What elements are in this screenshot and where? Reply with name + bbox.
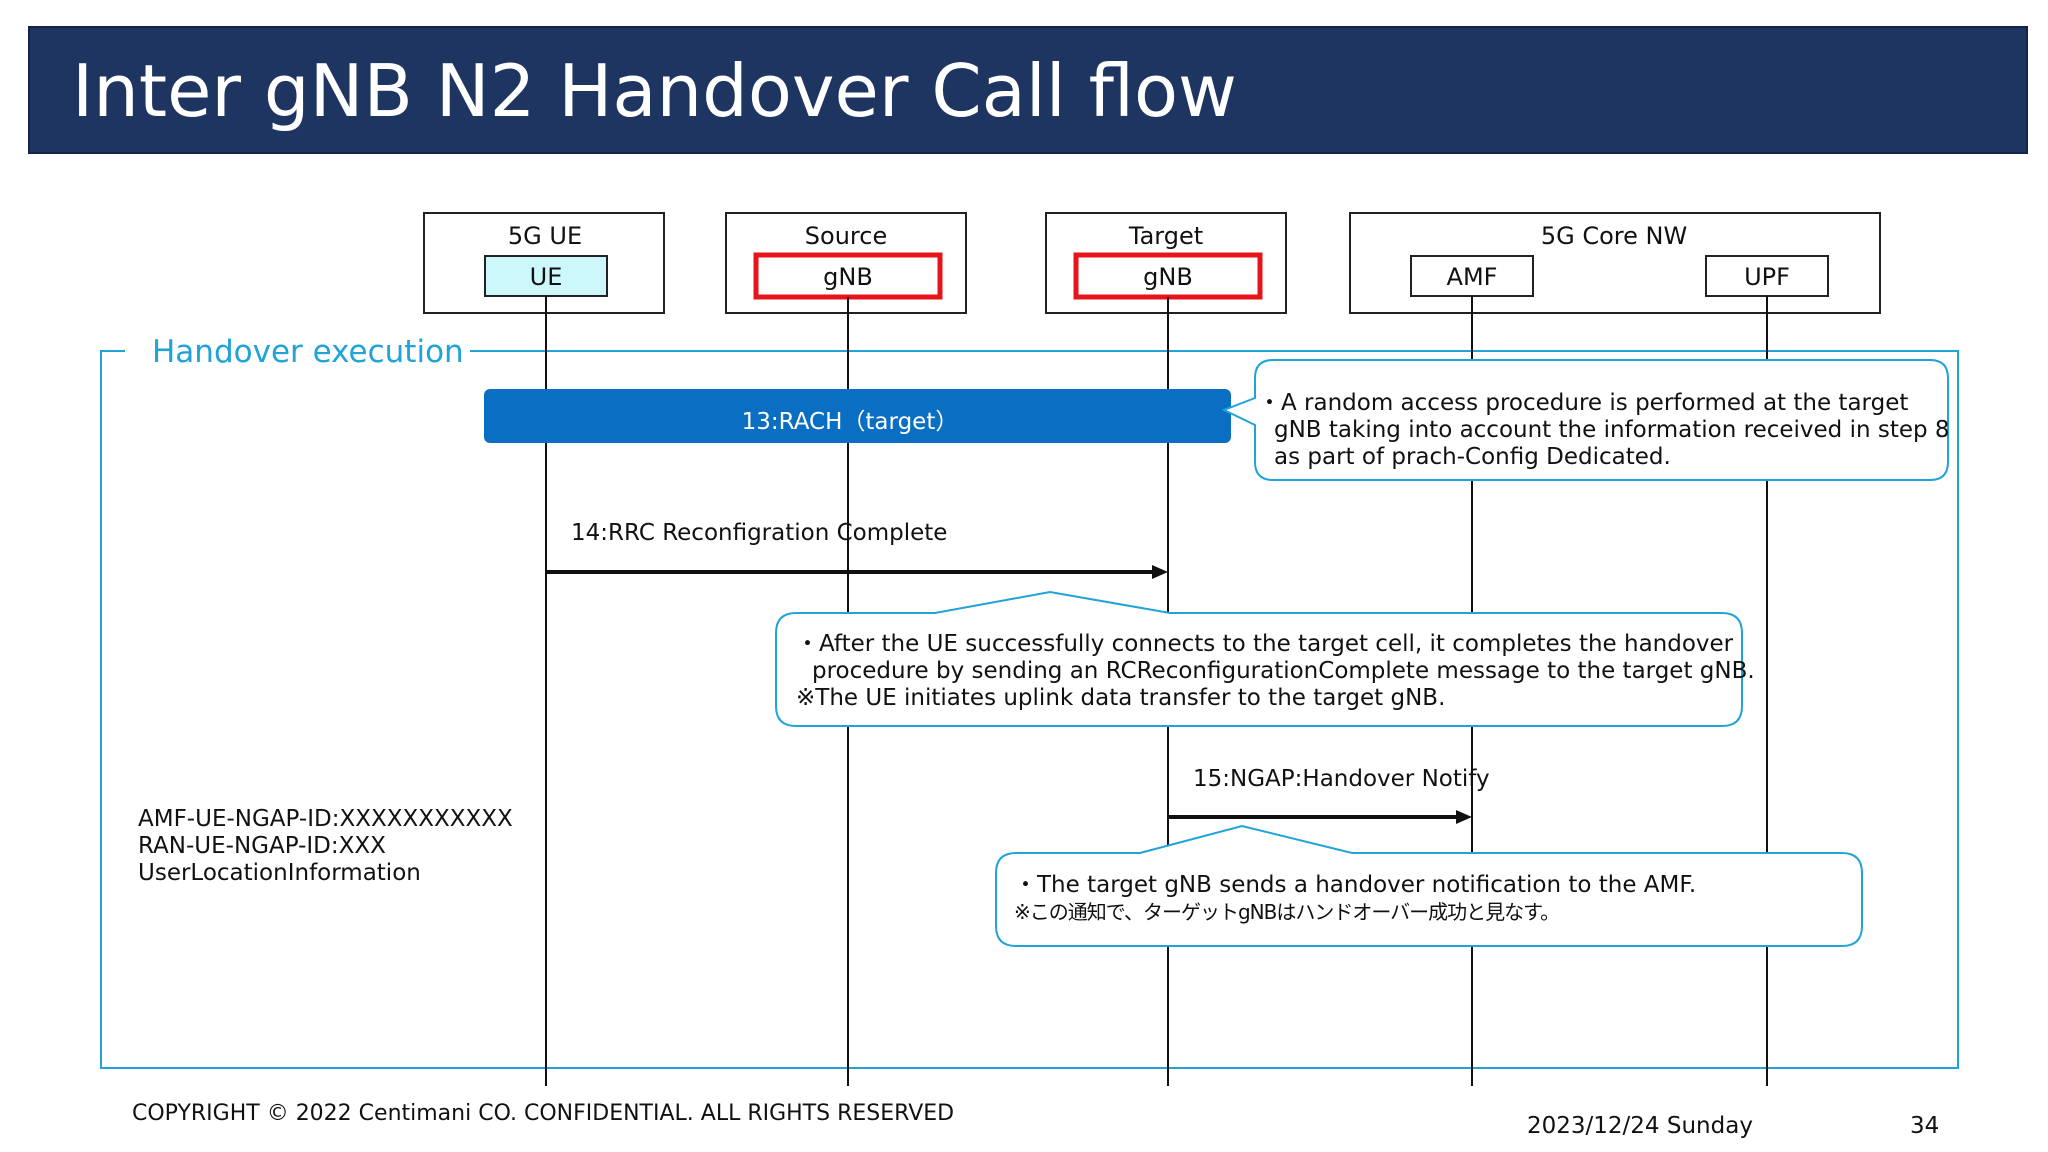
notify-note-callout — [995, 824, 1863, 947]
rach-note-text: ・A random access procedure is performed … — [1258, 390, 1950, 471]
notify-note-line-2: ※この通知で、ターゲットgNBはハンドオーバー成功と見なす。 — [1014, 900, 1560, 924]
core-group-label: 5G Core NW — [1540, 222, 1688, 250]
phase-frame — [100, 350, 1959, 1069]
amf-node-box — [1410, 255, 1534, 297]
notify-note-line-1: ・The target gNB sends a handover notific… — [1014, 872, 1697, 898]
ie-list: AMF-UE-NGAP-ID:XXXXXXXXXXX RAN-UE-NGAP-I… — [138, 806, 513, 887]
ue-node-label: UE — [529, 263, 563, 291]
notify-arrowhead — [1456, 810, 1472, 824]
source-group-label: Source — [804, 222, 888, 250]
target-gnb-node-box — [1073, 252, 1263, 300]
footer-copyright: COPYRIGHT © 2022 Centimani CO. CONFIDENT… — [132, 1101, 955, 1126]
source-gnb-label: gNB — [823, 263, 873, 291]
title-bar: Inter gNB N2 Handover Call flow — [28, 26, 2028, 154]
upf-label: UPF — [1744, 263, 1790, 291]
target-gnb-label: gNB — [1143, 263, 1193, 291]
rrc-arrowhead — [1152, 565, 1168, 579]
page-title: Inter gNB N2 Handover Call flow — [72, 49, 1237, 133]
notify-note-text: ・The target gNB sends a handover notific… — [1014, 872, 1696, 926]
rrc-note-line-1: ・After the UE successfully connects to t… — [796, 631, 1734, 657]
rrc-note-line-2: procedure by sending an RCReconfiguratio… — [812, 658, 1755, 684]
ie-ran-ue-ngap-id: RAN-UE-NGAP-ID:XXX — [138, 833, 386, 859]
ie-amf-ue-ngap-id: AMF-UE-NGAP-ID:XXXXXXXXXXX — [138, 806, 513, 832]
notify-step-label: 15:NGAP:Handover Notify — [1193, 766, 1490, 792]
rrc-note-text: ・After the UE successfully connects to t… — [796, 631, 1755, 712]
rrc-step-label: 14:RRC Reconfigration Complete — [571, 520, 948, 546]
rach-note-callout — [1221, 359, 1949, 481]
ue-group-label: 5G UE — [507, 222, 583, 250]
amf-label: AMF — [1446, 263, 1498, 291]
ie-user-location: UserLocationInformation — [138, 860, 421, 886]
upf-node-box — [1705, 255, 1829, 297]
rach-note-line-2: gNB taking into account the information … — [1274, 417, 1950, 443]
rach-bar — [484, 389, 1231, 443]
phase-label: Handover execution — [152, 334, 464, 370]
footer-date: 2023/12/24 Sunday — [1527, 1113, 1753, 1139]
rrc-note-line-3: ※The UE initiates uplink data transfer t… — [796, 685, 1446, 711]
rach-step-label: 13:RACH（target） — [741, 409, 959, 435]
rach-note-line-3: as part of prach-Config Dedicated. — [1274, 444, 1671, 470]
target-group-label: Target — [1128, 222, 1204, 250]
page-number: 34 — [1910, 1113, 1940, 1139]
rach-note-line-1: ・A random access procedure is performed … — [1258, 390, 1909, 416]
rrc-note-callout — [775, 590, 1743, 727]
source-gnb-node-box — [753, 252, 943, 300]
